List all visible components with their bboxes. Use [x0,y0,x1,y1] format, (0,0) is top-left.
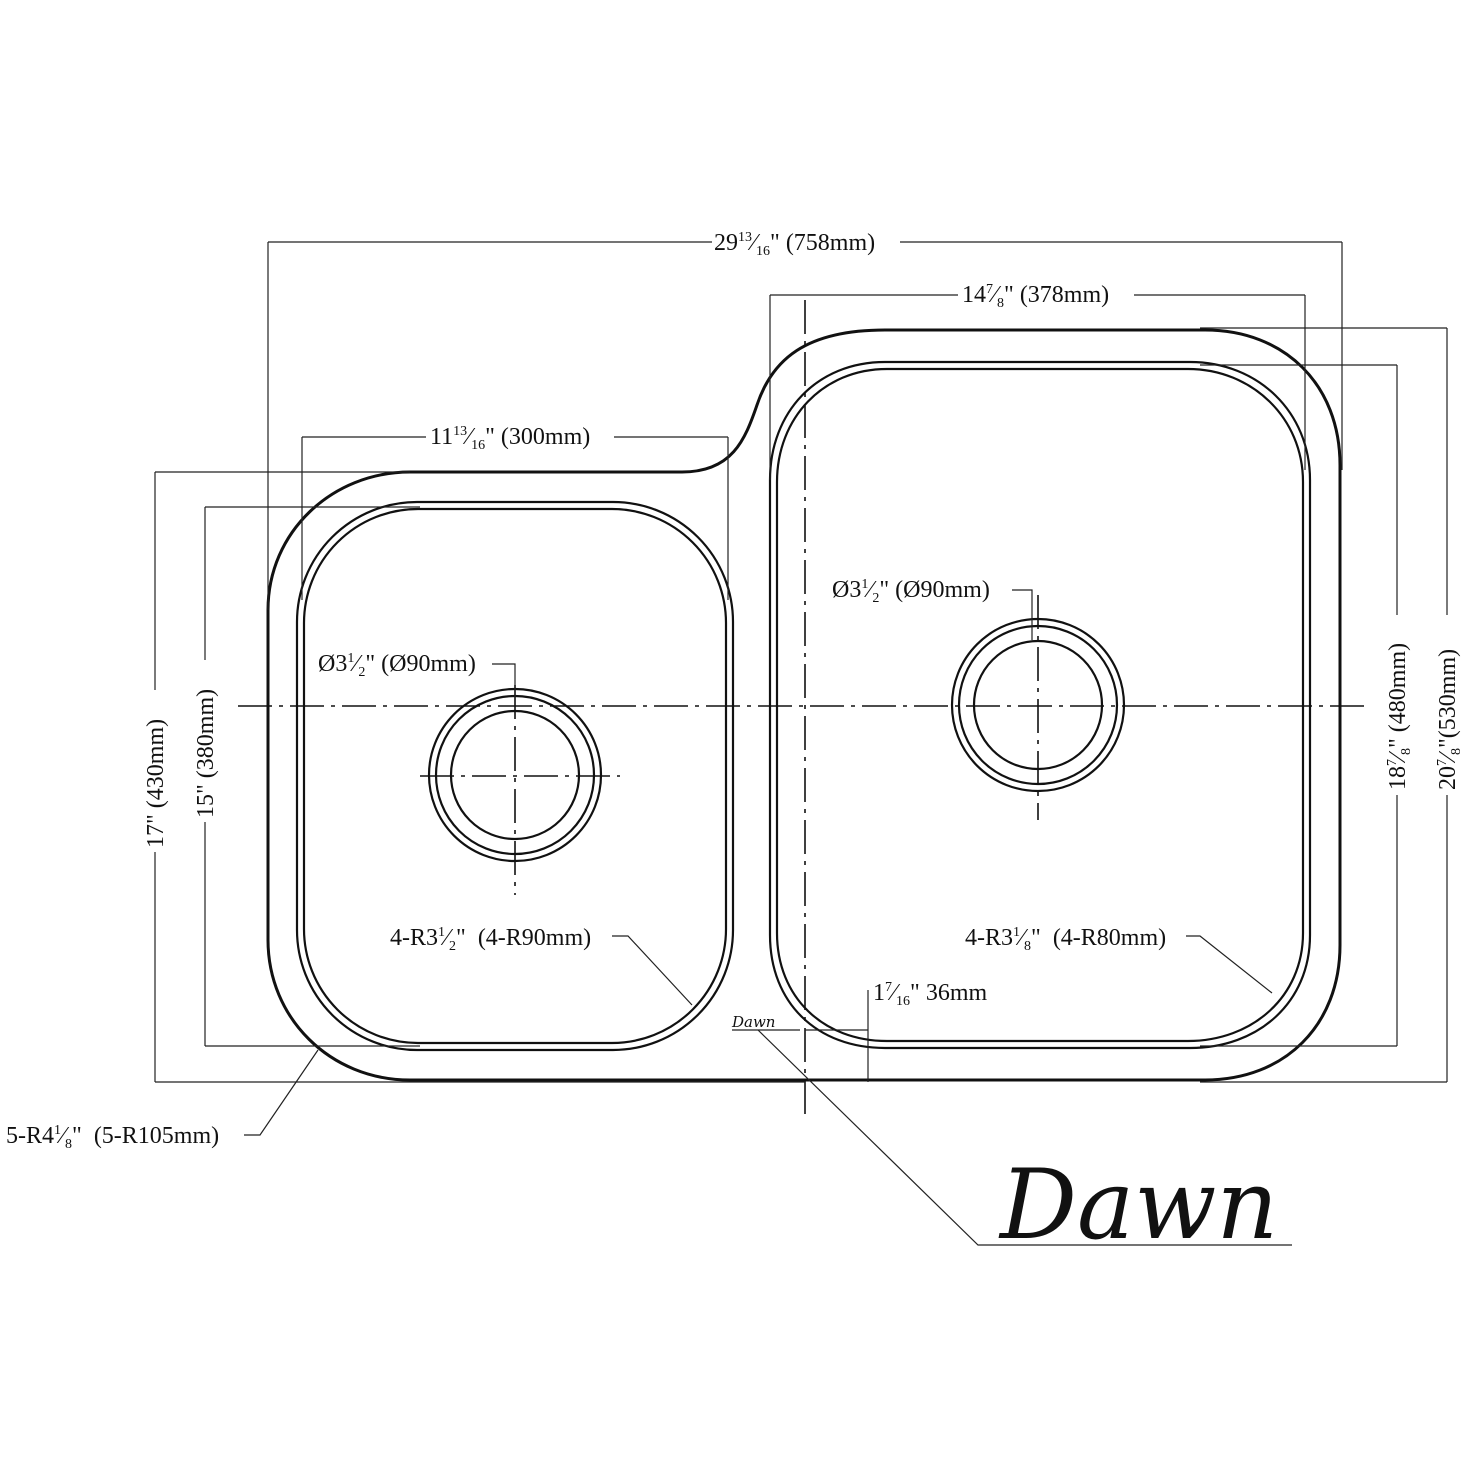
small-bowl-height-label-bg [189,660,221,822]
small-drain-leader [492,663,516,700]
large-bowl-radius-label: 4-R31⁄8" (4-R80mm) [965,925,1166,954]
overall-height-label: 207⁄8"(530mm) [1435,649,1464,790]
small-logo: Dawn [731,1013,775,1031]
left-height-label: 17" (430mm) [143,719,169,848]
small-bowl-outer [295,500,735,1052]
small-bowl-width-label-bg [426,421,614,453]
large-bowl-outer [768,360,1312,1050]
logo-leader [757,1029,1292,1246]
small-bowl-width-label: 1113⁄16" (300mm) [430,424,590,453]
large-radius-leader [1186,935,1273,994]
large-drain-leader [1012,589,1033,640]
outer-radius-leader [244,1049,319,1136]
large-bowl-height-label: 187⁄8" (480mm) [1385,643,1414,790]
outer-radius-label: 5-R41⁄8" (5-R105mm) [6,1123,219,1152]
overall-height-label-bg [1431,615,1463,795]
left-height-label-bg [139,690,171,852]
overall-width-label: 2913⁄16" (758mm) [714,230,875,259]
overall-width-label-bg [712,226,900,258]
divider-label: 17⁄16" 36mm [873,980,987,1009]
small-bowl-inner [302,507,728,1045]
small-bowl-radius-label: 4-R31⁄2" (4-R90mm) [390,925,591,954]
large-bowl-width-label: 147⁄8" (378mm) [962,282,1109,311]
dawn-logo: Dawn [998,1149,1278,1261]
large-bowl-height-label-bg [1381,615,1413,795]
small-drain-label: Ø31⁄2" (Ø90mm) [318,651,476,680]
large-bowl-inner [775,367,1305,1043]
small-bowl-height-label: 15" (380mm) [193,689,219,818]
large-drain-label: Ø31⁄2" (Ø90mm) [832,577,990,606]
small-radius-leader [612,935,693,1006]
large-bowl-width-label-bg [958,279,1134,311]
